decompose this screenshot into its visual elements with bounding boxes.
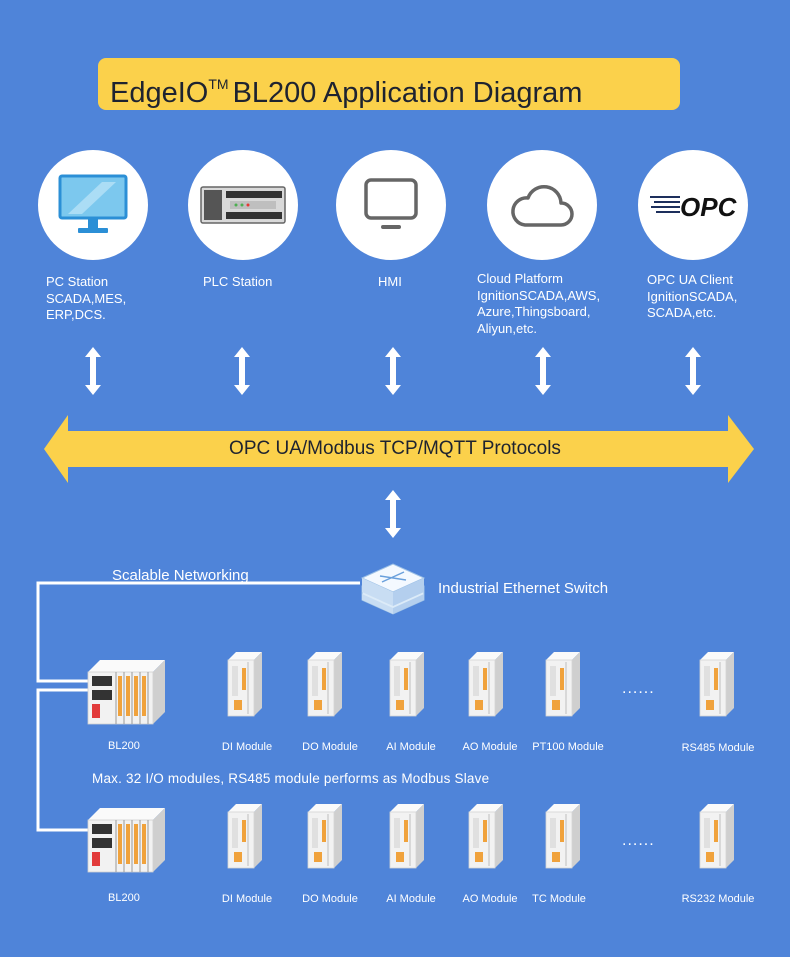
- title-brand: EdgeIO: [110, 77, 209, 109]
- opc-ua-client-circle: OPC: [638, 150, 748, 260]
- plc-icon: [200, 186, 286, 224]
- cloud-icon: [511, 184, 574, 227]
- bl200-controller-row2-icon: [87, 808, 165, 873]
- row2-tc-module-icon: [545, 803, 581, 869]
- plc-station-circle: [188, 150, 298, 260]
- row1-pt100-module-icon: [545, 651, 581, 717]
- row2-last-module-label: RS232 Module: [681, 893, 755, 905]
- row1-do-module-icon: [307, 651, 343, 717]
- row2-module-label: AI Module: [386, 893, 436, 905]
- row2-module-label: DO Module: [302, 893, 358, 905]
- hmi-screen-icon: [364, 178, 418, 229]
- monitor-icon: [58, 174, 128, 233]
- opc-logo-icon: OPC: [650, 192, 738, 220]
- scalable-networking-label: Scalable Networking: [112, 567, 249, 584]
- hmi-circle: [336, 150, 446, 260]
- row2-ellipsis: ......: [622, 832, 655, 849]
- row2-ao-module-icon: [468, 803, 504, 869]
- title-trademark: TM: [208, 76, 229, 92]
- opc-logo-text: OPC: [680, 192, 738, 220]
- row1-ao-module-icon: [468, 651, 504, 717]
- pc-station-circle: [38, 150, 148, 260]
- plc-arrow-icon: [234, 347, 250, 395]
- row1-rs485-module-icon: [699, 651, 735, 717]
- bl200-controller-row1-icon: [87, 660, 165, 725]
- switch-label: Industrial Ethernet Switch: [438, 580, 609, 597]
- row1-last-module-label: RS485 Module: [681, 742, 755, 754]
- row1-di-module-icon: [227, 651, 263, 717]
- row1-ellipsis: ......: [622, 680, 655, 697]
- hmi-arrow-icon: [385, 347, 401, 395]
- row1-module-label: DI Module: [221, 741, 273, 753]
- row2-module-label: TC Module: [532, 893, 586, 905]
- protocols-banner-arrow: [44, 415, 754, 483]
- opc-ua-client-label: OPC UA Client IgnitionSCADA, SCADA,etc.: [647, 272, 738, 320]
- plc-station-label: PLC Station: [203, 274, 273, 289]
- cloud-arrow-icon: [535, 347, 551, 395]
- row1-controller-label: BL200: [108, 740, 140, 752]
- pc-arrow-icon: [85, 347, 101, 395]
- cloud-platform-circle: [487, 150, 597, 260]
- switch-arrow-icon: [385, 490, 401, 538]
- row1-module-label: AI Module: [386, 741, 436, 753]
- row2-ai-module-icon: [389, 803, 425, 869]
- network-line-top: [36, 581, 360, 683]
- row1-ai-module-icon: [389, 651, 425, 717]
- row2-do-module-icon: [307, 803, 343, 869]
- title-text: BL200 Application Diagram: [232, 77, 583, 109]
- row2-rs232-module-icon: [699, 803, 735, 869]
- hmi-label: HMI: [378, 274, 402, 289]
- max-modules-note: Max. 32 I/O modules, RS485 module perfor…: [92, 771, 490, 786]
- row1-module-label: AO Module: [462, 741, 518, 753]
- network-line-bottom: [36, 688, 88, 832]
- row2-di-module-icon: [227, 803, 263, 869]
- protocols-banner-text: OPC UA/Modbus TCP/MQTT Protocols: [229, 438, 561, 459]
- pc-station-label: PC Station SCADA,MES, ERP,DCS.: [46, 274, 127, 322]
- row2-module-label: AO Module: [462, 893, 518, 905]
- row1-module-label: DO Module: [302, 741, 358, 753]
- row2-controller-label: BL200: [108, 892, 140, 904]
- row1-module-label: PT100 Module: [532, 741, 604, 753]
- row2-module-label: DI Module: [221, 893, 273, 905]
- cloud-platform-label: Cloud Platform IgnitionSCADA,AWS, Azure,…: [477, 271, 601, 336]
- ethernet-switch-icon: [360, 563, 426, 615]
- opc-arrow-icon: [685, 347, 701, 395]
